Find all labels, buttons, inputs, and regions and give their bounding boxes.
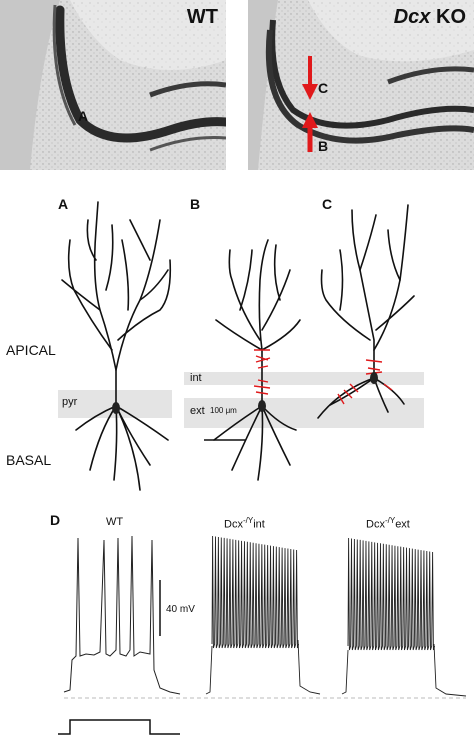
neuron-a	[61, 201, 172, 491]
dcx-ext-title: Dcx-/Yext	[366, 516, 410, 531]
voltage-scale-label: 40 mV	[166, 604, 195, 615]
dcx-ext-prefix: Dcx	[366, 518, 385, 531]
ko-suffix-label: KO	[430, 6, 466, 28]
wt-trace	[63, 535, 181, 695]
dcx-gene-label: Dcx	[393, 6, 431, 28]
scale-bar-label: 100 μm	[210, 406, 237, 415]
dcx-ext-suffix: ext	[395, 518, 410, 531]
apical-label: APICAL	[6, 342, 56, 358]
dcx-int-trace	[205, 535, 321, 695]
point-a-label: A	[78, 108, 89, 124]
micrograph-dcx-ko: Dcx KO C B	[248, 0, 474, 170]
ext-label: ext	[190, 405, 205, 417]
arrow-b-label: B	[318, 138, 329, 154]
wt-stimulus	[58, 719, 180, 735]
dcx-ext-superscript: -/Y	[384, 516, 396, 525]
dcx-int-title: Dcx-/Yint	[224, 516, 265, 531]
dcx-int-prefix: Dcx	[224, 518, 243, 531]
reconstructions-panel: A B C	[0, 196, 474, 500]
arrow-c-label: C	[318, 80, 329, 96]
dcx-ext-trace	[341, 537, 467, 697]
neuron-b	[213, 239, 301, 481]
panel-label-d: D	[50, 512, 61, 528]
dcx-int-suffix: int	[253, 518, 265, 531]
neuron-c	[317, 204, 415, 419]
arrow-c-icon	[302, 56, 318, 100]
arrow-b-icon	[302, 112, 318, 152]
panel-label-c: C	[322, 196, 333, 212]
basal-label: BASAL	[6, 452, 52, 468]
micrograph-wt: WT A	[0, 0, 226, 170]
panel-label-a: A	[58, 196, 69, 212]
traces-panel: D WT Dcx-/Yint Dcx-/Yext 40 mV	[0, 510, 474, 736]
wt-trace-title: WT	[106, 516, 124, 528]
int-label: int	[190, 372, 202, 384]
int-band	[184, 372, 424, 385]
neuron-b-spines	[253, 349, 271, 395]
wt-label: WT	[186, 6, 218, 28]
panel-label-b: B	[190, 196, 201, 212]
dcx-int-superscript: -/Y	[242, 516, 254, 525]
dcx-ko-label: Dcx KO	[394, 6, 466, 29]
pyr-label: pyr	[62, 396, 78, 408]
